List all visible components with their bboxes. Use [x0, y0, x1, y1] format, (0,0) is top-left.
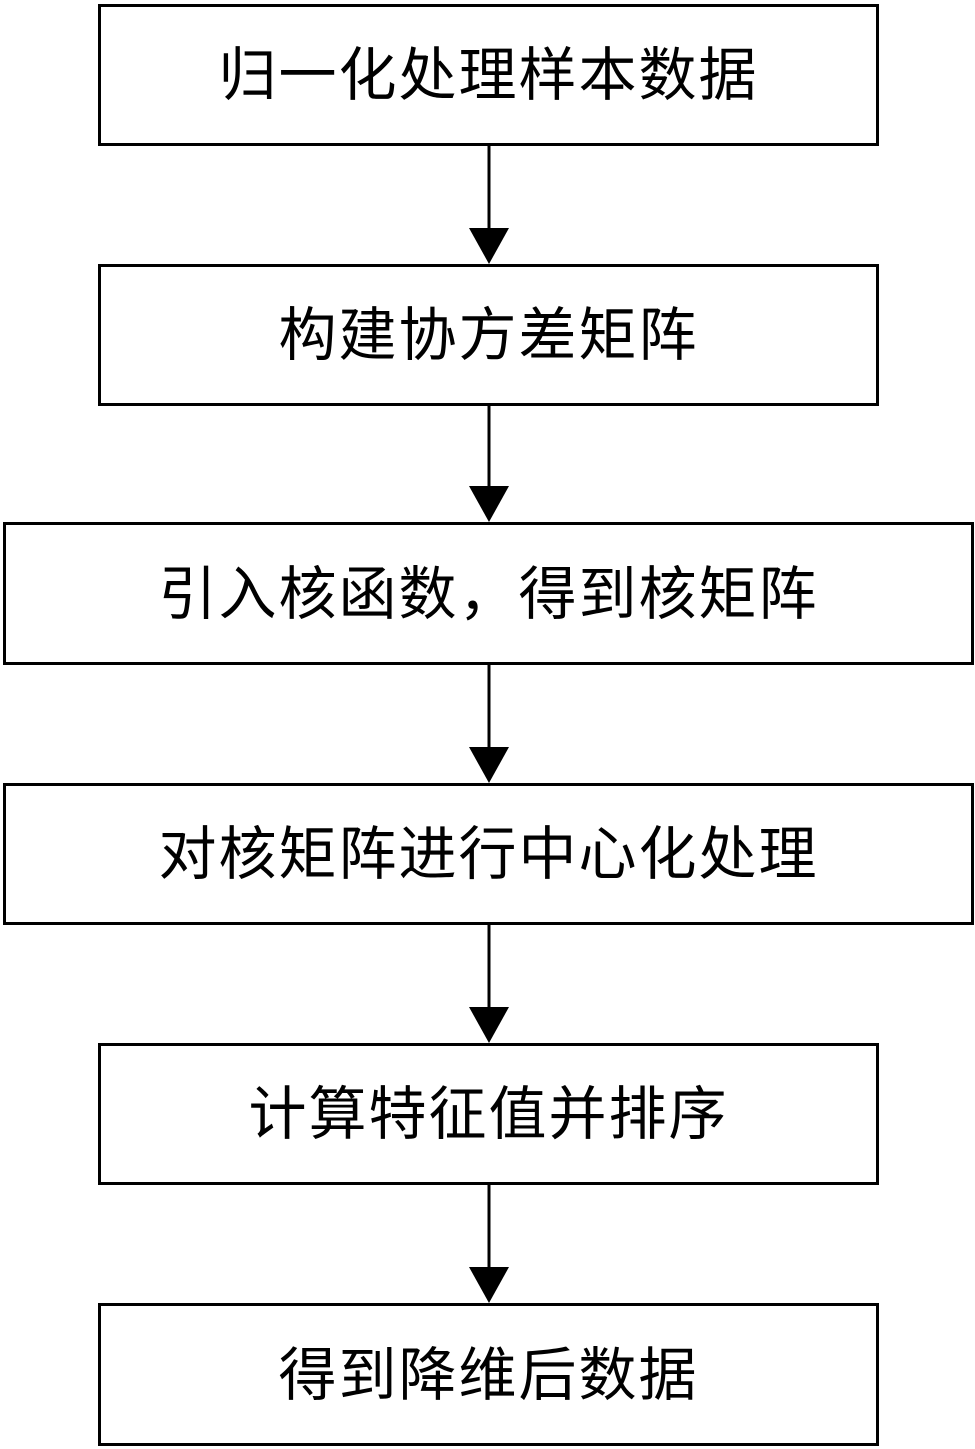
arrow-down-icon — [469, 406, 509, 522]
arrow-down-icon — [469, 925, 509, 1043]
step-label: 计算特征值并排序 — [248, 1080, 729, 1148]
step-label: 得到降维后数据 — [278, 1340, 699, 1409]
step-box-normalize: 归一化处理样本数据 — [98, 4, 879, 146]
arrow-down-icon — [469, 1185, 509, 1303]
step-box-eigenvalues: 计算特征值并排序 — [98, 1043, 879, 1185]
step-label: 对核矩阵进行中心化处理 — [158, 820, 819, 888]
step-box-covariance: 构建协方差矩阵 — [98, 264, 879, 406]
arrow-down-icon — [469, 665, 509, 783]
step-label: 归一化处理样本数据 — [218, 41, 759, 109]
step-box-centering: 对核矩阵进行中心化处理 — [3, 783, 974, 925]
arrow-down-icon — [469, 146, 509, 264]
step-box-reduced-data: 得到降维后数据 — [98, 1303, 879, 1446]
step-label: 引入核函数，得到核矩阵 — [158, 559, 819, 628]
step-label: 构建协方差矩阵 — [278, 301, 699, 369]
step-box-kernel-function: 引入核函数，得到核矩阵 — [3, 522, 974, 665]
